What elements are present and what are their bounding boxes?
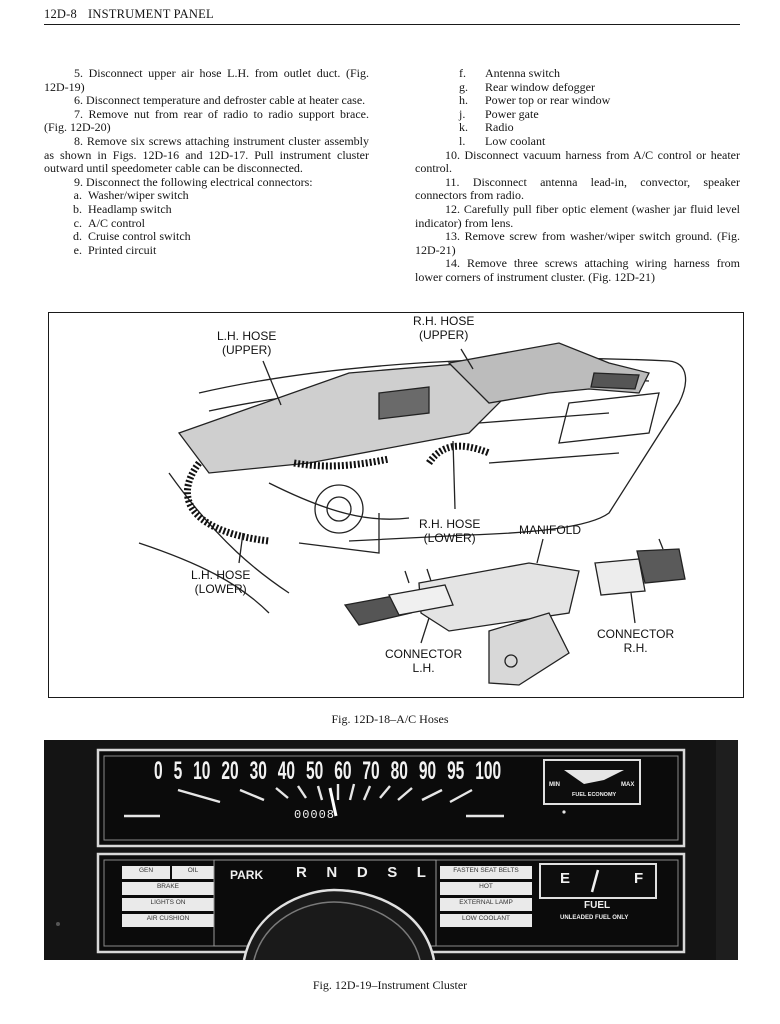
speed-mark: 95 [447,757,465,785]
label-rh-hose-upper: R.H. HOSE (UPPER) [413,314,475,342]
list-item: b.Headlamp switch [73,201,172,216]
lamp-low-coolant: LOW COOLANT [461,915,511,922]
speed-mark: 80 [390,757,408,785]
list-item: j.Power gate [459,106,539,121]
fuel-economy-max: MAX [621,782,635,788]
step-13: 13. Remove screw from washer/wiper switc… [415,229,740,257]
lamp-oil: OIL [187,867,199,874]
odometer: 00008 [294,808,336,822]
step-8: 8. Remove six screws attaching instrumen… [44,133,369,176]
list-item: g.Rear window defogger [459,79,595,94]
list-item: c.A/C control [73,215,145,230]
ac-hoses-figure: L.H. HOSE (UPPER) R.H. HOSE (UPPER) R.H.… [48,312,744,698]
speed-mark: 70 [362,757,380,785]
label-connector-lh: CONNECTOR L.H. [385,647,463,675]
speed-mark: 100 [475,757,502,785]
gear-selector: R N D S L [296,864,426,881]
lamp-external-lamp: EXTERNAL LAMP [459,899,513,906]
gear-d: D [356,864,368,881]
section-title: INSTRUMENT PANEL [88,7,214,21]
right-column: f.Antenna switch g.Rear window defogger … [415,66,740,285]
gear-s: S [387,864,398,881]
speed-mark: 60 [334,757,352,785]
list-item: d.Cruise control switch [73,229,191,244]
label-connector-rh: CONNECTOR R.H. [597,627,675,655]
speed-mark: 10 [193,757,211,785]
gear-r: R [296,864,307,881]
gear-l: L [416,864,426,881]
lamp-hot: HOT [479,883,493,890]
list-item: e.Printed circuit [73,242,157,257]
page-number: 12D-8 [44,7,77,21]
page-header: 12D-8 INSTRUMENT PANEL [44,4,740,25]
fuel-gauge-sub: UNLEADED FUEL ONLY [560,915,629,921]
label-manifold: MANIFOLD [519,523,582,537]
lamp-air-cushion: AIR CUSHION [146,915,190,922]
speed-mark: 5 [173,757,183,785]
list-item: k.Radio [459,120,514,135]
speedometer-scale: 0 5 10 20 30 40 50 60 70 80 90 95 100 [154,754,501,786]
step-12: 12. Carefully pull fiber optic element (… [415,201,740,230]
fuel-gauge-f: F [634,870,644,887]
fuel-economy-label: FUEL ECONOMY [572,792,617,798]
speed-mark: 90 [418,757,437,785]
ac-hoses-illustration [138,342,687,686]
lamp-brake: BRAKE [156,883,180,890]
label-lh-hose-lower: L.H. HOSE (LOWER) [191,568,251,596]
lamp-gen: GEN [138,867,154,874]
list-item: h.Power top or rear window [459,93,611,108]
figure-caption-ac-hoses: Fig. 12D-18–A/C Hoses [331,712,449,726]
label-rh-hose-lower: R.H. HOSE (LOWER) [419,517,481,545]
list-item: l.Low coolant [459,133,546,148]
instrument-cluster-photo: 0 5 10 20 30 40 50 60 70 80 90 95 100 00… [44,740,738,960]
gear-park: PARK [230,868,264,882]
step-7: 7. Remove nut from rear of radio to radi… [44,106,369,135]
speed-mark: 40 [277,757,296,785]
instrument-cluster-illustration [44,740,738,960]
fuel-gauge-e: E [560,870,571,887]
label-lh-hose-upper: L.H. HOSE (UPPER) [217,329,277,357]
step-10: 10. Disconnect vacuum harness from A/C c… [415,147,740,176]
speed-mark: 20 [221,757,239,785]
figure-caption-instrument-cluster: Fig. 12D-19–Instrument Cluster [312,978,468,992]
lamp-fasten-seat-belts: FASTEN SEAT BELTS [453,867,519,874]
gear-n: N [326,864,338,881]
speed-mark: 0 [154,757,163,785]
list-item: a.Washer/wiper switch [73,188,189,203]
list-item: f.Antenna switch [459,66,560,80]
left-column: 5. Disconnect upper air hose L.H. from o… [44,66,369,257]
step-14: 14. Remove three screws attaching wiring… [415,256,740,284]
step-9: 9. Disconnect the following electrical c… [74,174,313,189]
speed-mark: 30 [249,757,267,785]
speed-mark: 50 [306,757,324,785]
fuel-gauge-label: FUEL [584,900,611,911]
step-11: 11. Disconnect antenna lead-in, convecto… [415,174,740,203]
lamp-lights-on: LIGHTS ON [150,899,186,906]
step-5: 5. Disconnect upper air hose L.H. from o… [44,66,369,94]
step-6: 6. Disconnect temperature and defroster … [74,93,366,108]
fuel-economy-min: MIN [549,782,560,788]
